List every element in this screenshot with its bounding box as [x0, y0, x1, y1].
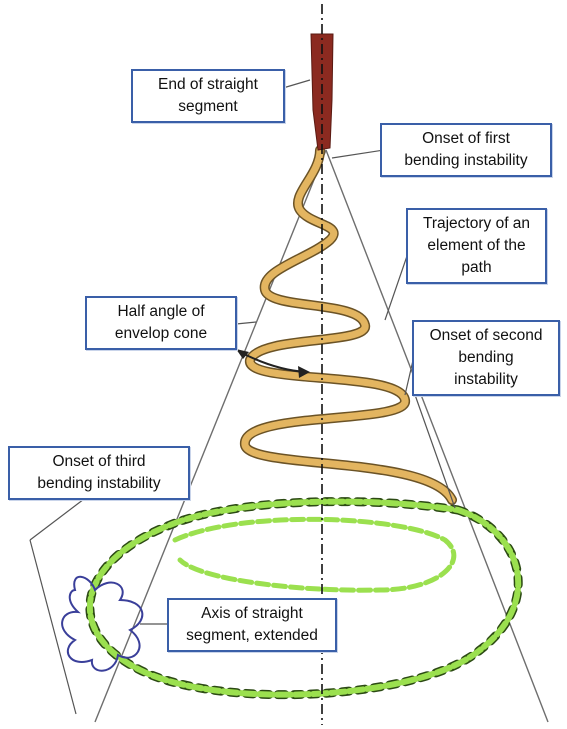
callout-trajectory: Trajectory of an element of the path — [406, 208, 547, 284]
callout-end-of-straight-segment: End of straight segment — [131, 69, 285, 123]
callout-line: End of straight — [139, 74, 277, 96]
callout-line: bending instability — [16, 473, 182, 495]
callout-onset-second-instability: Onset of second bending instability — [412, 320, 560, 396]
green-coil-inner — [175, 519, 454, 590]
callout-line: Half angle of — [93, 301, 229, 323]
callout-line: segment, extended — [175, 625, 329, 647]
callout-line: instability — [420, 369, 552, 391]
callout-line: Onset of second — [420, 325, 552, 347]
callout-line: bending instability — [388, 150, 544, 172]
callout-line: Axis of straight — [175, 603, 329, 625]
callout-onset-third-instability: Onset of third bending instability — [8, 446, 190, 500]
third-loop — [62, 577, 142, 671]
callout-line: path — [414, 257, 539, 279]
callout-onset-first-instability: Onset of first bending instability — [380, 123, 552, 177]
callout-line: envelop cone — [93, 323, 229, 345]
callout-line: Onset of third — [16, 451, 182, 473]
callout-line: Trajectory of an — [414, 213, 539, 235]
callout-line: Onset of first — [388, 128, 544, 150]
callout-line: bending — [420, 347, 552, 369]
callout-line: segment — [139, 96, 277, 118]
callout-line: element of the — [414, 235, 539, 257]
callout-half-angle: Half angle of envelop cone — [85, 296, 237, 350]
callout-axis-straight-segment: Axis of straight segment, extended — [167, 598, 337, 652]
